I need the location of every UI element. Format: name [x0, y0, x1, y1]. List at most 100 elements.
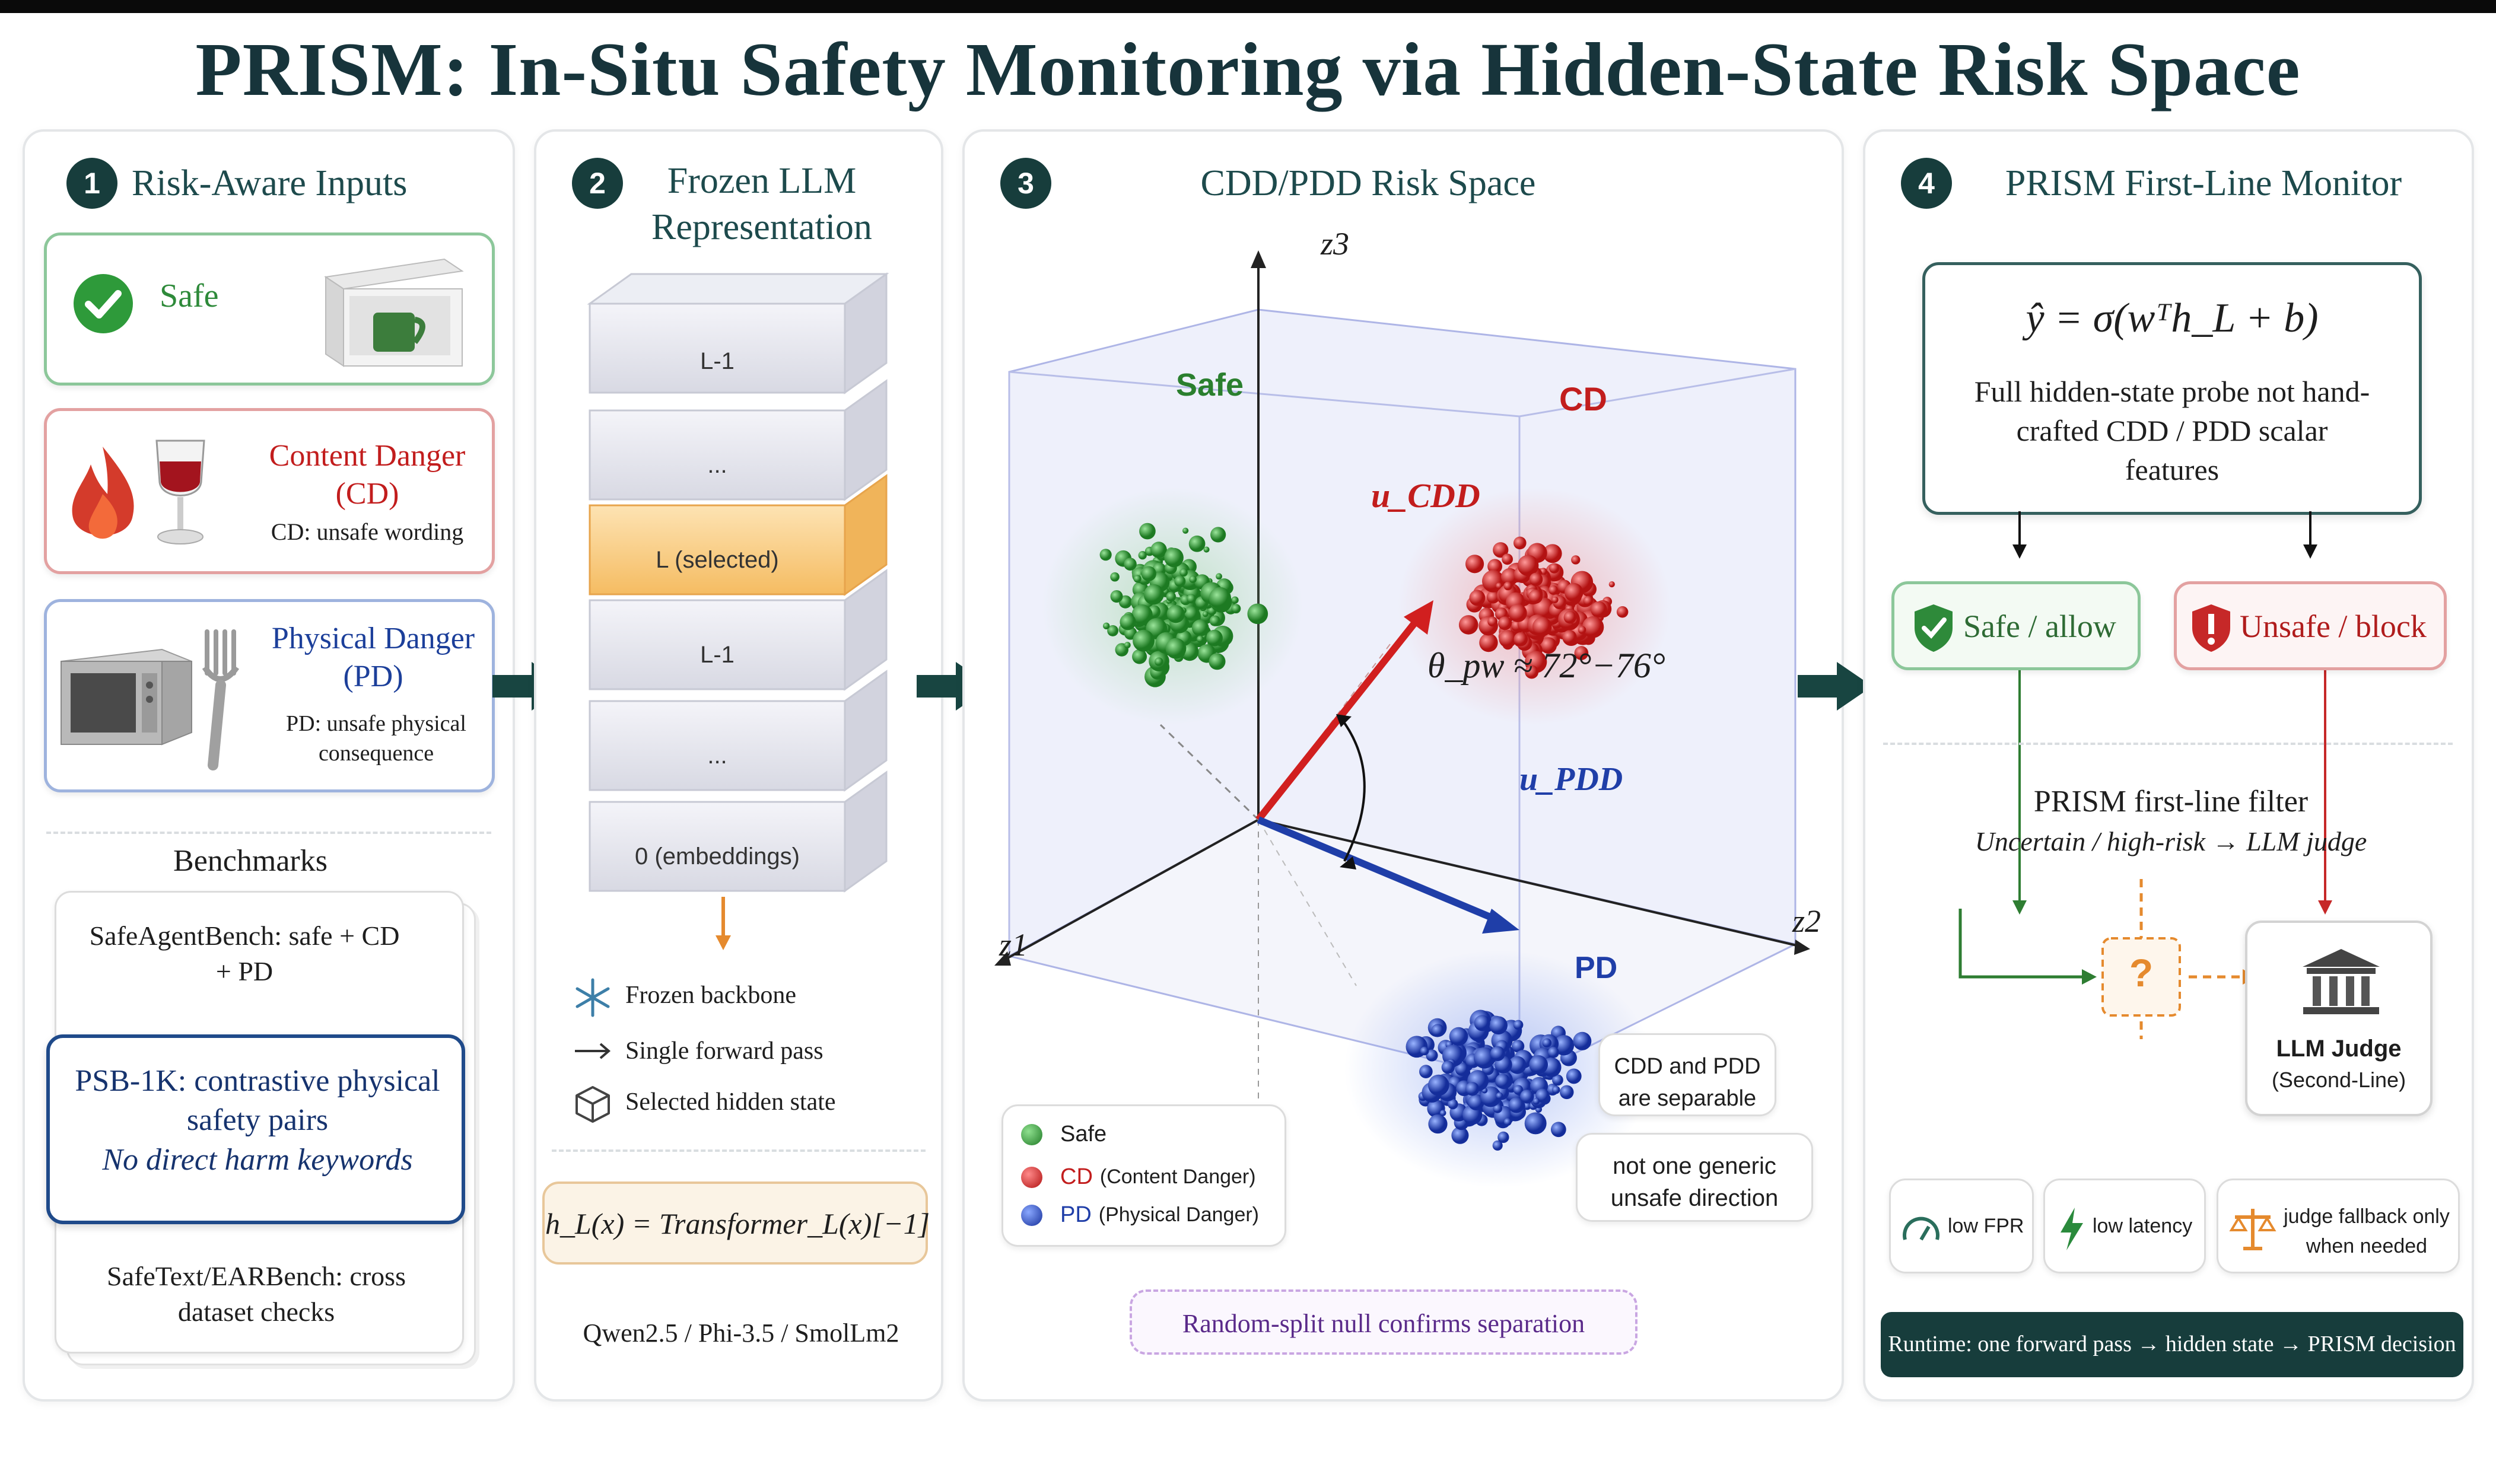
cluster-point: [1508, 1056, 1527, 1074]
legend-dot-cd: [1021, 1166, 1042, 1188]
cluster-point: [1451, 1126, 1469, 1144]
cluster-point: [1431, 1024, 1445, 1037]
cluster-point: [1508, 1097, 1525, 1113]
cluster-point: [1184, 606, 1198, 621]
panel-risk-space: 3 CDD/PDD Risk Space: [962, 129, 1844, 1402]
formula-box: h_L(x) = Transformer_L(x)[−1]: [542, 1182, 930, 1265]
cluster-point: [1465, 555, 1484, 574]
cluster-point: [1216, 573, 1222, 580]
cluster-point: [1197, 635, 1204, 643]
cluster-legend: Safe CD (Content Danger) PD (Physical Da…: [1001, 1104, 1286, 1247]
benchmarks-title: Benchmarks: [173, 844, 327, 878]
cluster-cd-label: CD: [1559, 380, 1607, 418]
badge-judge-fallback: judge fallback only when needed: [2217, 1179, 2460, 1273]
cluster-point: [1524, 1112, 1547, 1135]
cluster-point: [1455, 1062, 1469, 1076]
cluster-point: [1564, 583, 1584, 602]
cluster-point: [1427, 1074, 1449, 1096]
layer-label: L-1: [700, 642, 735, 668]
cluster-point: [1448, 1098, 1458, 1110]
cluster-point: [1110, 572, 1120, 582]
cluster-point: [1532, 1098, 1540, 1105]
shield-alert-icon: [2192, 604, 2230, 652]
step-number: 2: [572, 158, 623, 209]
cluster-point: [1549, 585, 1559, 595]
divider: [552, 1149, 926, 1152]
gauge-icon: [1903, 1217, 1939, 1241]
bench-psb1k-card: PSB-1K: contrastive physical safety pair…: [46, 1034, 465, 1224]
cluster-point: [1165, 638, 1187, 659]
fire-icon: [72, 447, 134, 539]
cluster-point: [1189, 575, 1197, 584]
cd-label: Content Danger (CD): [269, 439, 466, 511]
cluster-point: [1513, 1020, 1524, 1030]
axis-z1: [1000, 819, 1259, 963]
pd-cluster: [1406, 1009, 1613, 1151]
cluster-point: [1549, 563, 1560, 574]
badge-low-latency: low latency: [2043, 1179, 2206, 1273]
step-number: 1: [66, 158, 117, 209]
panel-frozen-llm: 2 Frozen LLM Representation: [534, 129, 943, 1402]
flow-arrow-3: [1798, 662, 1872, 711]
badge-low-fpr-label: low FPR: [1948, 1215, 2024, 1237]
cluster-point: [1571, 555, 1581, 565]
cluster-point: [1419, 1065, 1433, 1078]
llm-judge-card: LLM Judge (Second-Line): [2245, 921, 2433, 1116]
layer-label: 0 (embeddings): [635, 843, 800, 870]
note-not-generic: not one generic unsafe direction: [1576, 1133, 1813, 1222]
cluster-point: [1616, 606, 1629, 618]
cluster-point: [1428, 1114, 1448, 1134]
cluster-point: [1247, 603, 1268, 625]
cluster-point: [1131, 604, 1153, 626]
cluster-point: [1514, 632, 1528, 647]
filter-title: PRISM first-line filter: [2033, 785, 2309, 819]
courthouse-icon: [2303, 949, 2380, 1014]
cluster-point: [1166, 604, 1185, 623]
angle-label: θ_pw ≈ 72°−76°: [1427, 646, 1665, 685]
cluster-point: [1139, 523, 1156, 540]
lightning-icon: [2061, 1208, 2083, 1250]
bench-psb1k: PSB-1K: contrastive physical safety pair…: [75, 1064, 440, 1137]
cluster-point: [1520, 1089, 1534, 1104]
cluster-point: [1493, 1104, 1503, 1113]
forward-arrow-icon: [575, 1043, 611, 1059]
llm-judge-title: LLM Judge: [2276, 1036, 2402, 1062]
cluster-point: [1525, 665, 1539, 679]
cluster-point: [1513, 536, 1527, 550]
vector-pdd-label: u_PDD: [1519, 761, 1623, 798]
panel-title: PRISM First-Line Monitor: [2005, 163, 2402, 203]
cluster-point: [1441, 1061, 1455, 1074]
snowflake-icon: [575, 978, 610, 1017]
cluster-point: [1487, 559, 1503, 574]
cluster-point: [1532, 617, 1552, 636]
layer-block: [589, 569, 888, 691]
cluster-point: [1582, 616, 1604, 638]
layer-label-selected: L (selected): [656, 547, 779, 573]
runtime-text: Runtime: one forward pass → hidden state…: [1888, 1332, 2456, 1356]
legend-item-cd: CD (Content Danger): [1021, 1164, 1256, 1190]
cluster-point: [1209, 615, 1220, 626]
unsafe-block-button[interactable]: Unsafe / block: [2174, 581, 2447, 670]
safe-allow-button[interactable]: Safe / allow: [1891, 581, 2141, 670]
cluster-point: [1490, 1046, 1505, 1061]
cluster-point: [1535, 1088, 1550, 1103]
layer-block: [589, 770, 888, 893]
legend-forward: Single forward pass: [625, 1037, 823, 1065]
cluster-point: [1174, 575, 1186, 587]
cluster-point: [1206, 629, 1223, 647]
cluster-point: [1496, 582, 1503, 590]
cluster-point: [1166, 591, 1177, 602]
legend-item-pd: PD (Physical Danger): [1021, 1202, 1259, 1228]
bench-safeagentbench: SafeAgentBench: safe + CD + PD: [89, 921, 400, 986]
cluster-point: [1439, 1110, 1446, 1116]
cluster-point: [1503, 1118, 1512, 1126]
cluster-point: [1188, 535, 1206, 552]
cluster-pd-label: PD: [1575, 951, 1618, 985]
cabinet-mug-icon: [324, 258, 464, 367]
bench-safetext: SafeText/EARBench: cross dataset checks: [107, 1261, 406, 1327]
cluster-point: [1583, 595, 1594, 606]
panel-risk-aware-inputs: 1 Risk-Aware Inputs Safe Content Da: [23, 129, 515, 1402]
badge-low-fpr: low FPR: [1889, 1179, 2034, 1273]
cluster-point: [1550, 1122, 1566, 1138]
panel-prism-monitor: 4 PRISM First-Line Monitor ŷ = σ(wᵀh_L +…: [1863, 129, 2474, 1402]
